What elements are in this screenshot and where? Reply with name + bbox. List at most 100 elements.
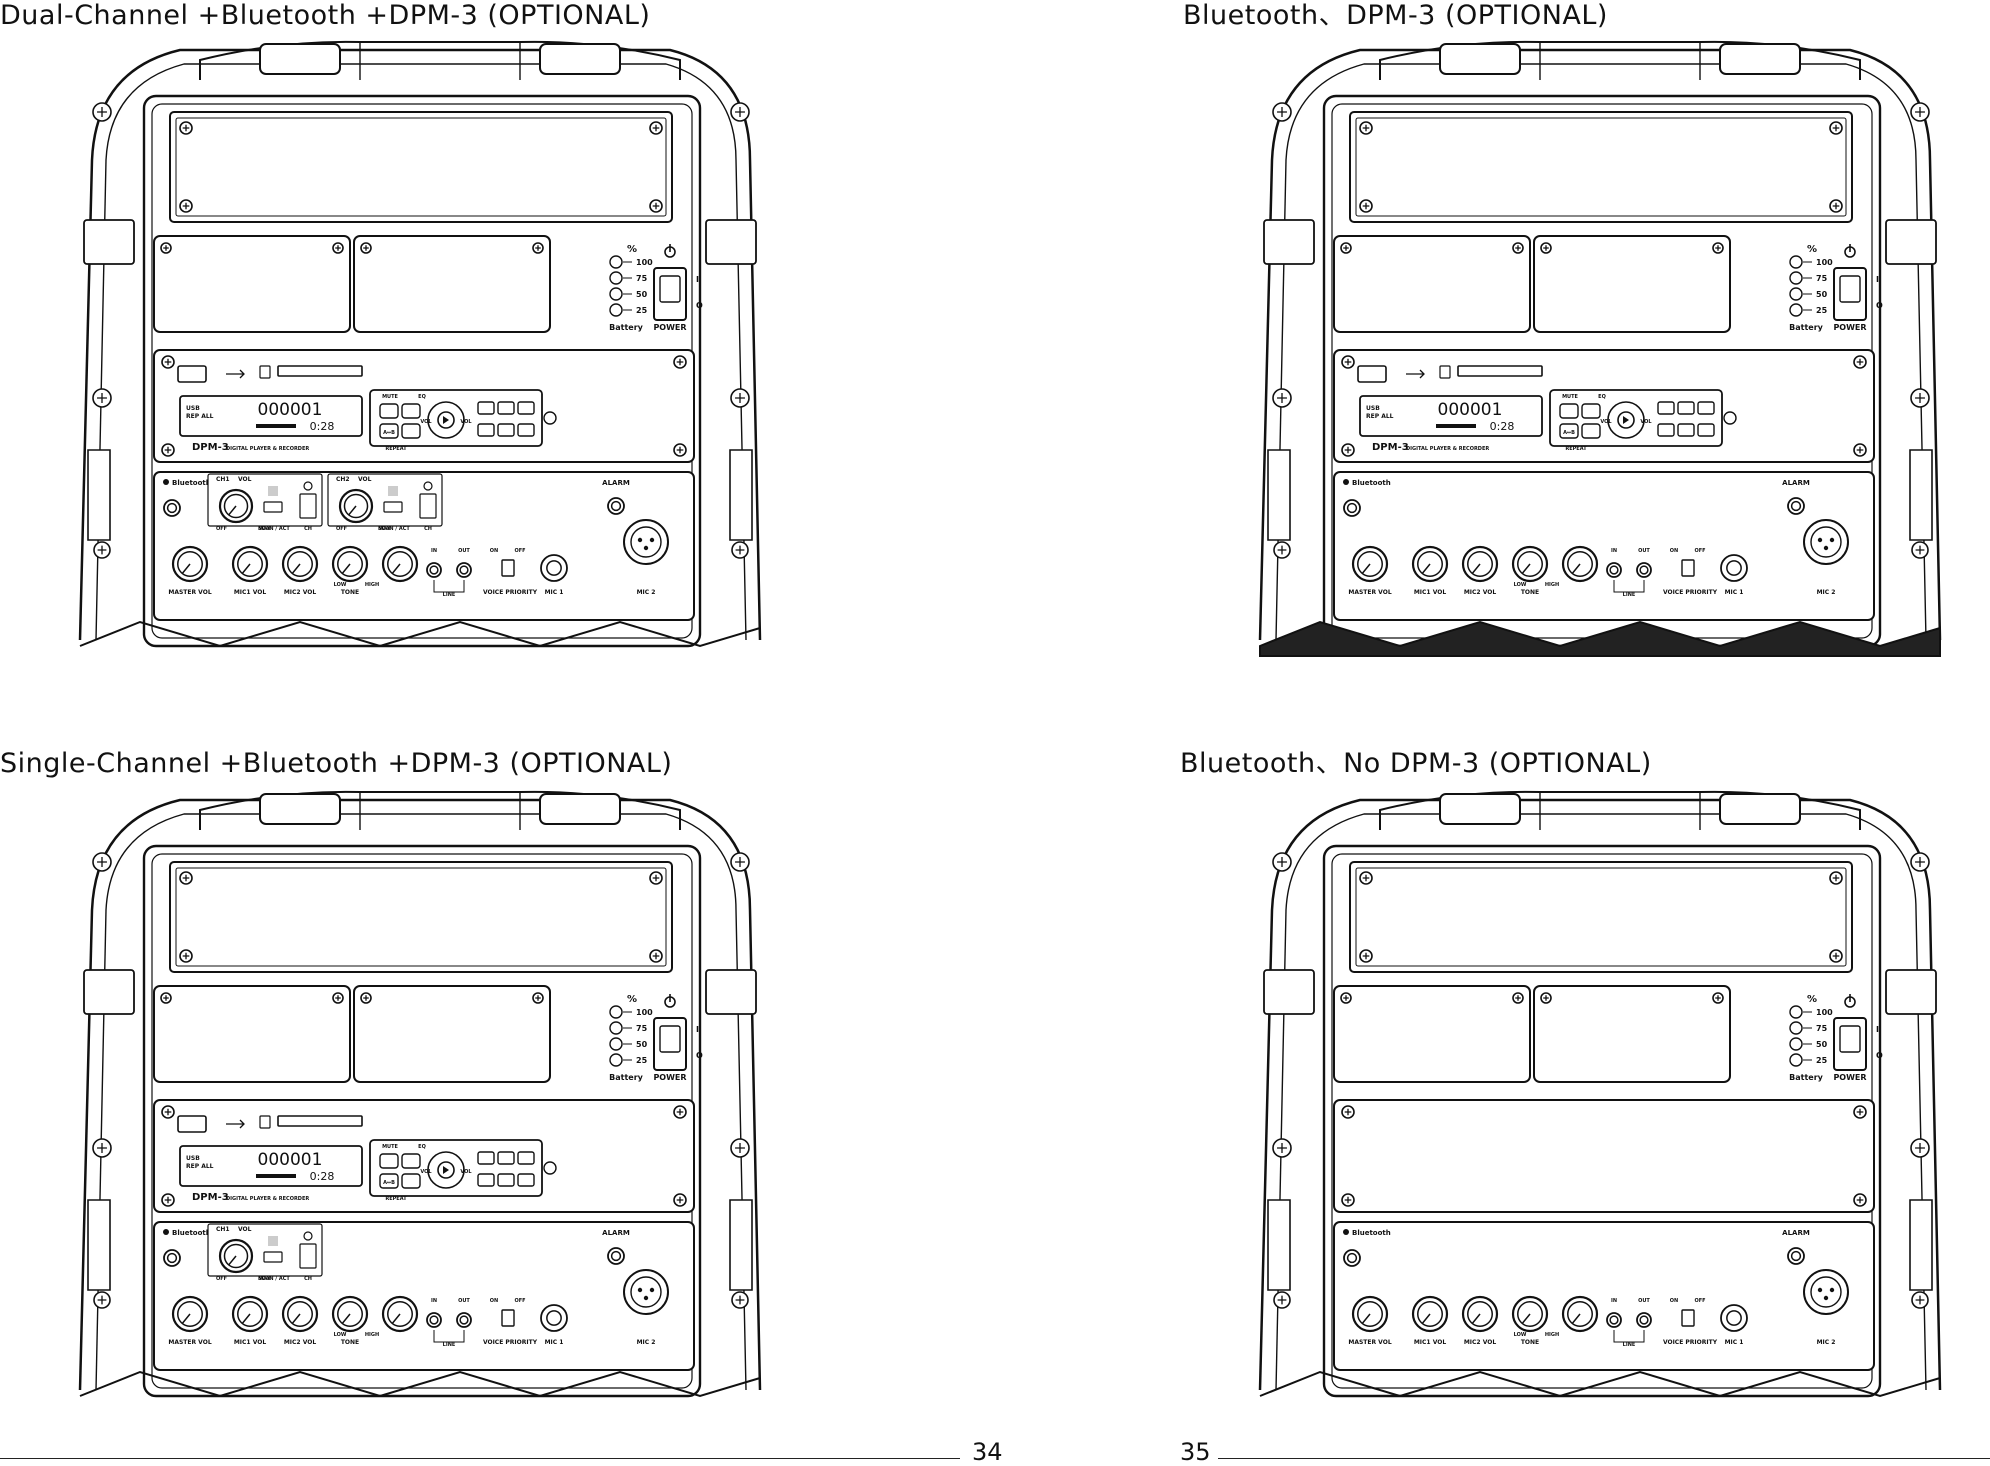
screw-slot [1362, 952, 1370, 960]
label-line-in: IN [1611, 548, 1617, 554]
screw-slot [363, 995, 369, 1001]
battery-led-bat50 [1789, 1037, 1803, 1051]
knob-pointer [1571, 1313, 1581, 1324]
mute-button [379, 403, 399, 419]
knob-pointer [181, 1313, 191, 1324]
bluetooth-icon [1343, 1229, 1349, 1235]
eq-button [1581, 403, 1601, 419]
lcd-track-counter: 000001 [258, 1150, 323, 1170]
line-bracket [433, 1330, 465, 1343]
screw-slot [1832, 202, 1840, 210]
screw-slot [1515, 245, 1521, 251]
sd-card-slot [277, 1115, 363, 1127]
label-tone-high: HIGH [1545, 1332, 1559, 1338]
label-bluetooth: Bluetooth [1352, 1229, 1391, 1237]
screw-slot [1277, 545, 1287, 555]
label-dpm3: DPM-3 [192, 1192, 229, 1203]
battery-led-bat100 [609, 255, 623, 269]
dpm3-button-bottom-0 [1657, 423, 1675, 437]
dpm3-button-top-0 [1657, 401, 1675, 415]
knob-pointer [1471, 563, 1481, 574]
label-master_vol: MASTER VOL [1348, 589, 1391, 596]
label-vol-minus: VOL [420, 419, 432, 425]
lcd-rep-all: REP ALL [186, 1163, 214, 1170]
screw-slot [735, 857, 745, 867]
label-ab: A↔B [383, 430, 395, 436]
label-battery-bat25: 25 [636, 306, 648, 315]
scan-led-ch1 [268, 1236, 278, 1246]
label-ch1: CH1 [216, 1226, 230, 1233]
screw-slot [652, 952, 660, 960]
label-battery-bat75: 75 [1816, 274, 1828, 283]
xlr-inner [630, 1276, 662, 1308]
label-power: POWER [653, 323, 686, 332]
knob-pointer [1361, 563, 1371, 574]
battery-led-bat75 [1789, 271, 1803, 285]
side-rail-right [1909, 1199, 1933, 1291]
label-mic1_vol: MIC1 VOL [234, 1339, 267, 1346]
housing-inner-line [105, 63, 747, 641]
dpm3-button-top-1 [497, 401, 515, 415]
label-battery-bat50: 50 [1816, 1040, 1828, 1049]
side-bracket-right [1885, 219, 1937, 265]
label-vol-plus: VOL [460, 1169, 472, 1175]
label-mic1_vol: MIC1 VOL [234, 589, 267, 596]
label-battery-bat50: 50 [1816, 290, 1828, 299]
dpm3-button-top-2 [517, 1151, 535, 1165]
jack-hole [459, 565, 469, 575]
handle-strap [199, 790, 681, 830]
knob-pointer [391, 1313, 401, 1324]
label-power-off: O [696, 1051, 703, 1060]
label-ch1: CH1 [216, 476, 230, 483]
screw-slot [163, 995, 169, 1001]
label-battery-bat25: 25 [1816, 306, 1828, 315]
screw-slot [163, 245, 169, 251]
label-line: LINE [443, 1342, 456, 1348]
label-mic1: MIC 1 [545, 589, 564, 596]
control-panel [1333, 471, 1875, 621]
dpm3-button-top-2 [1697, 401, 1715, 415]
battery-led-bat100 [609, 1005, 623, 1019]
label-vol-plus: VOL [460, 419, 472, 425]
jack-hole [546, 1310, 562, 1326]
jack-hole [1639, 1315, 1649, 1325]
label-alarm: ALARM [1782, 1229, 1810, 1237]
handle-clip-left [259, 43, 341, 75]
jack-hole [610, 1250, 622, 1262]
label-vol-minus: VOL [420, 1169, 432, 1175]
knob-pointer [1571, 563, 1581, 574]
label-battery-percent: % [627, 244, 637, 255]
screw-slot [1543, 245, 1549, 251]
label-battery-bat75: 75 [636, 1024, 648, 1033]
screw-slot [1832, 124, 1840, 132]
label-line-out: OUT [1638, 548, 1650, 554]
lcd-usb: USB [1366, 405, 1380, 412]
battery-led-bat50 [609, 287, 623, 301]
play-icon [443, 1166, 449, 1174]
label-max-ch1: MAX [258, 1276, 271, 1282]
title-bluetooth-dpm3: Bluetooth、DPM-3 (OPTIONAL) [1183, 0, 1608, 31]
label-mic2_vol: MIC2 VOL [1464, 589, 1497, 596]
label-bluetooth: Bluetooth [172, 1229, 211, 1237]
label-tone-low: LOW [334, 582, 347, 588]
label-dpm3-sub: DIGITAL PLAYER & RECORDER [226, 446, 309, 452]
label-mute: MUTE [1562, 394, 1578, 400]
jack-hole [610, 500, 622, 512]
repeat-button [1581, 423, 1601, 439]
label-tone: TONE [341, 589, 359, 596]
label-ch2: CH2 [336, 476, 350, 483]
jack-hole [1726, 560, 1742, 576]
receiver-slot-2 [353, 235, 551, 333]
side-bracket-left [1263, 219, 1315, 265]
screw-slot [1715, 995, 1721, 1001]
screw-slot [1344, 1108, 1352, 1116]
battery-led-bat25 [1789, 303, 1803, 317]
dpm3-button-bottom-0 [477, 1173, 495, 1187]
battery-led-bat75 [609, 271, 623, 285]
housing-inner-line [105, 813, 747, 1391]
label-vp-off: OFF [514, 1298, 525, 1304]
label-line-out: OUT [458, 548, 470, 554]
xlr-pin-1 [637, 1287, 643, 1293]
battery-led-bat100 [1789, 1005, 1803, 1019]
